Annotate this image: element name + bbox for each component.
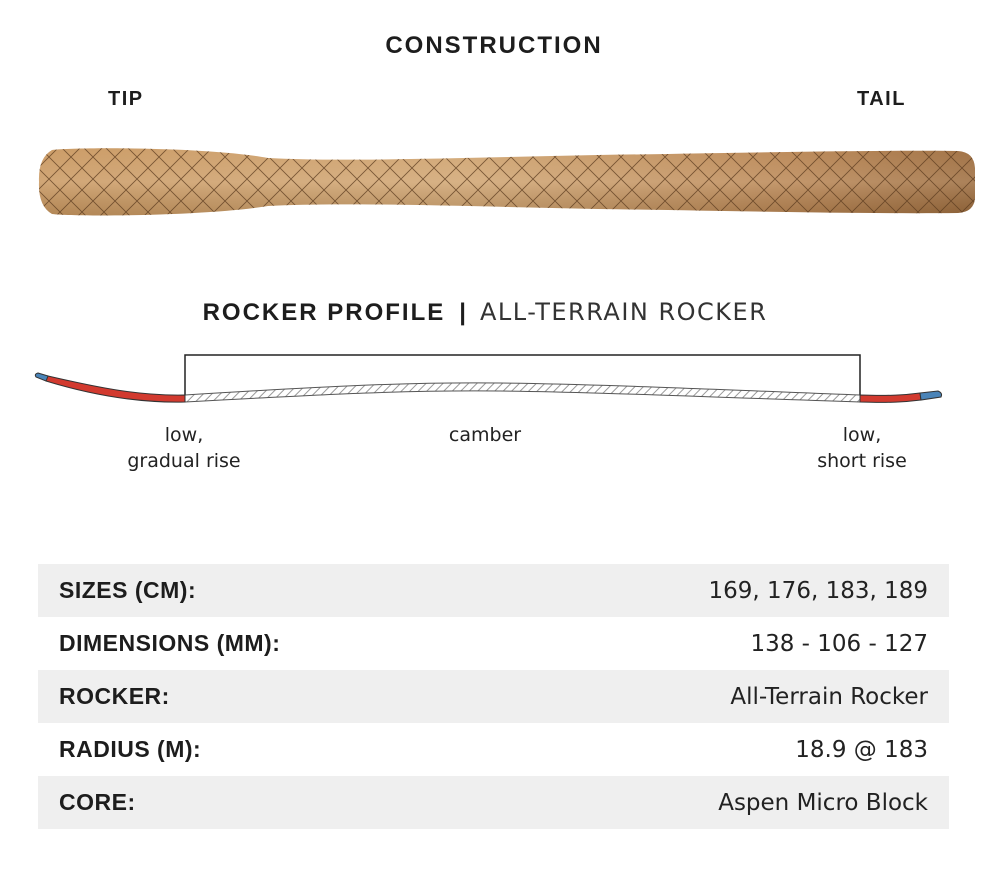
spec-value: All-Terrain Rocker bbox=[730, 683, 928, 710]
spec-key: RADIUS (M): bbox=[59, 736, 202, 762]
camber-bracket bbox=[184, 354, 861, 400]
spec-key: CORE: bbox=[59, 789, 136, 815]
camber-label: camber bbox=[448, 424, 522, 446]
spec-row-rocker: ROCKER: All-Terrain Rocker bbox=[38, 670, 949, 723]
tip-rise-label: low, gradual rise bbox=[127, 424, 241, 472]
rocker-profile-name: ALL-TERRAIN ROCKER bbox=[480, 298, 768, 326]
spec-key: ROCKER: bbox=[59, 683, 170, 709]
spec-value: 169, 176, 183, 189 bbox=[708, 577, 928, 604]
rocker-profile-diagram bbox=[34, 354, 943, 403]
tip-rocker-section bbox=[45, 375, 186, 403]
tip-end bbox=[34, 372, 49, 382]
spec-value: 138 - 106 - 127 bbox=[750, 630, 928, 657]
spec-row-core: CORE: Aspen Micro Block bbox=[38, 776, 949, 829]
spec-row-dimensions: DIMENSIONS (MM): 138 - 106 - 127 bbox=[38, 617, 949, 670]
rocker-profile-title: ROCKER PROFILE bbox=[202, 299, 446, 326]
ski-top-view-illustration bbox=[38, 148, 975, 216]
tail-rise-label: low, short rise bbox=[817, 424, 907, 472]
spec-row-radius: RADIUS (M): 18.9 @ 183 bbox=[38, 723, 949, 776]
tail-label: TAIL bbox=[857, 88, 906, 110]
construction-title: CONSTRUCTION bbox=[385, 32, 603, 59]
tail-rocker-section bbox=[859, 392, 922, 403]
spec-value: 18.9 @ 183 bbox=[795, 736, 928, 763]
camber-section bbox=[184, 382, 861, 403]
spec-key: SIZES (CM): bbox=[59, 577, 197, 603]
tail-end bbox=[919, 390, 943, 401]
tip-label: TIP bbox=[108, 88, 144, 110]
spec-row-sizes: SIZES (CM): 169, 176, 183, 189 bbox=[38, 564, 949, 617]
spec-table: SIZES (CM): 169, 176, 183, 189 DIMENSION… bbox=[38, 564, 949, 829]
rocker-profile-heading: ROCKER PROFILE | ALL-TERRAIN ROCKER bbox=[0, 298, 970, 327]
heading-separator: | bbox=[459, 299, 466, 326]
spec-key: DIMENSIONS (MM): bbox=[59, 630, 281, 656]
spec-value: Aspen Micro Block bbox=[718, 789, 928, 816]
